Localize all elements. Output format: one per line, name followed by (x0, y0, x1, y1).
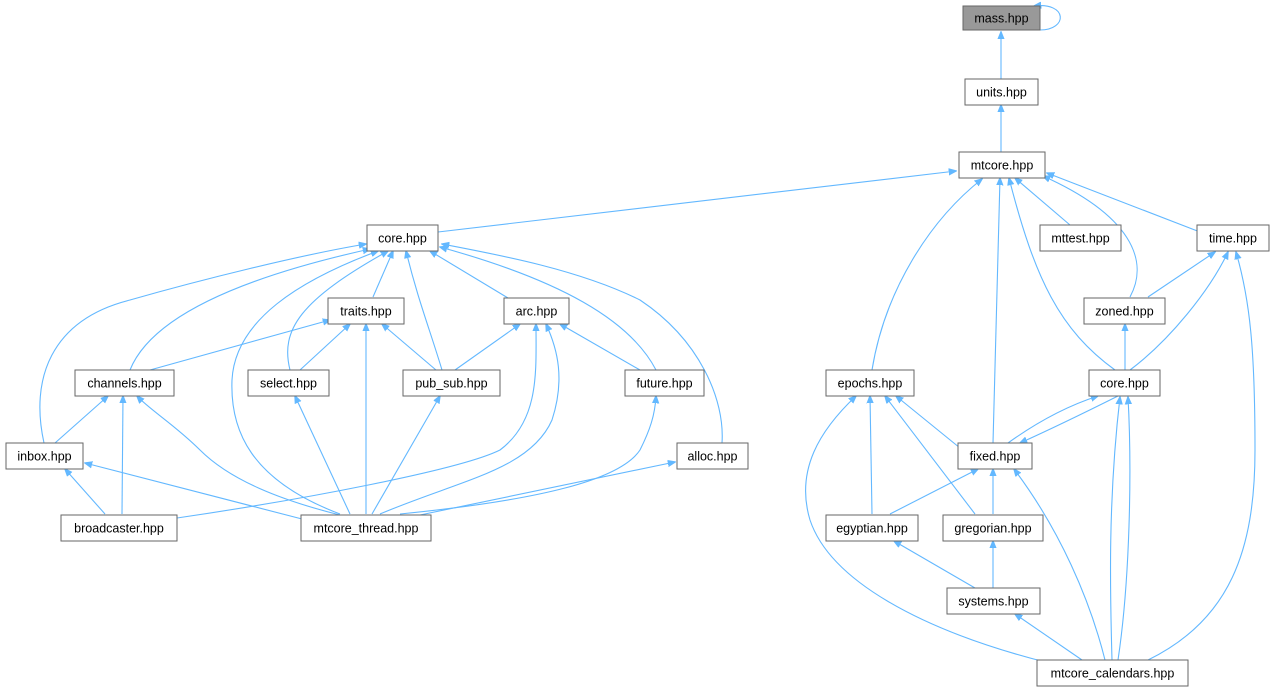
node-alloc[interactable]: alloc.hpp (676, 442, 749, 470)
edge-thread-arc (379, 324, 560, 515)
node-label: zoned.hpp (1095, 305, 1153, 319)
edge-fixed-mtcore (992, 178, 1000, 444)
edge-future-arc (560, 324, 641, 371)
edge-future-coreleft (440, 247, 657, 371)
edge-mass-self (1034, 6, 1061, 31)
edge-arc-coreleft (430, 251, 509, 299)
edge-time-mtcore (1047, 173, 1201, 233)
edge-thread-coreleft (231, 251, 378, 515)
node-label: mtcore_calendars.hpp (1051, 667, 1175, 681)
node-label: channels.hpp (87, 377, 161, 391)
node-select[interactable]: select.hpp (247, 369, 330, 397)
edge-epochs-mtcore (871, 179, 982, 371)
node-units[interactable]: units.hpp (964, 78, 1039, 106)
node-mtcore-calendars[interactable]: mtcore_calendars.hpp (1036, 659, 1189, 687)
node-label: core.hpp (1100, 377, 1149, 391)
edge-coreleft-mtcore (437, 171, 956, 233)
edge-gregorian-epochs (885, 396, 976, 515)
node-mass[interactable]: mass.hpp (962, 5, 1041, 31)
node-label: mttest.hpp (1051, 232, 1109, 246)
node-label: core.hpp (378, 232, 427, 246)
node-label: gregorian.hpp (954, 522, 1031, 536)
node-label: time.hpp (1209, 232, 1257, 246)
edge-coreright-mtcore (1009, 178, 1116, 371)
node-broadcaster[interactable]: broadcaster.hpp (60, 514, 178, 542)
edge-broadcaster-channels (122, 396, 123, 515)
node-channels[interactable]: channels.hpp (74, 369, 175, 397)
node-future[interactable]: future.hpp (624, 369, 705, 397)
edge-zoned-mtcore (1043, 176, 1138, 298)
node-label: alloc.hpp (687, 450, 737, 464)
node-label: epochs.hpp (838, 377, 903, 391)
node-label: arc.hpp (516, 305, 558, 319)
edge-broadcaster-arc (176, 324, 536, 519)
node-mtcore-thread[interactable]: mtcore_thread.hpp (300, 514, 432, 542)
edge-calendars-systems (1015, 614, 1083, 661)
edge-pubsub-traits (382, 324, 437, 371)
node-systems[interactable]: systems.hpp (946, 587, 1041, 615)
node-label: mass.hpp (974, 12, 1028, 26)
edge-fixed-epochs (896, 396, 961, 449)
edge-systems-egyptian (894, 541, 976, 589)
edge-traits-coreleft (372, 251, 393, 298)
edge-pubsub-arc (454, 324, 520, 371)
node-fixed[interactable]: fixed.hpp (957, 442, 1033, 470)
edge-thread-alloc (419, 462, 675, 516)
edge-mttest-mtcore (1015, 178, 1071, 226)
node-label: traits.hpp (340, 305, 391, 319)
edge-calendars-epochs (805, 396, 1046, 663)
node-mttest[interactable]: mttest.hpp (1039, 224, 1122, 252)
edge-coreright-time (1129, 252, 1228, 371)
node-label: inbox.hpp (17, 450, 71, 464)
nodes: mass.hpp units.hpp mtcore.hpp core.hpp m… (5, 5, 1270, 687)
edge-coreright-fixed (1020, 395, 1119, 443)
edge-egyptian-epochs (870, 396, 872, 515)
node-label: units.hpp (976, 86, 1027, 100)
edge-calendars-coreright-b (1117, 397, 1130, 661)
node-label: broadcaster.hpp (74, 522, 164, 536)
node-core-left[interactable]: core.hpp (366, 224, 439, 252)
edge-channels-coreleft (129, 249, 370, 371)
node-time[interactable]: time.hpp (1196, 224, 1270, 252)
node-label: mtcore.hpp (971, 159, 1034, 173)
edge-calendars-coreright-a (1109, 397, 1120, 661)
edge-select-coreleft (287, 251, 388, 371)
edge-alloc-coreleft (442, 244, 723, 444)
node-epochs[interactable]: epochs.hpp (825, 369, 915, 397)
edge-pubsub-coreleft (406, 251, 443, 371)
node-mtcore[interactable]: mtcore.hpp (958, 151, 1046, 179)
node-label: select.hpp (260, 377, 317, 391)
edge-zoned-time (1147, 252, 1215, 298)
edge-thread-select (295, 396, 351, 515)
node-label: pub_sub.hpp (415, 377, 487, 391)
edge-fixed-coreright (1007, 396, 1098, 444)
edge-inbox-channels (54, 396, 108, 444)
edge-thread-pubsub (371, 396, 440, 515)
node-label: fixed.hpp (970, 450, 1021, 464)
edge-calendars-fixed (1014, 469, 1106, 661)
edge-inbox-coreleft (39, 244, 366, 444)
node-gregorian[interactable]: gregorian.hpp (942, 514, 1044, 542)
edge-thread-future (399, 396, 656, 515)
node-arc[interactable]: arc.hpp (503, 297, 570, 325)
node-core-right[interactable]: core.hpp (1088, 369, 1161, 397)
node-traits[interactable]: traits.hpp (327, 297, 405, 325)
edges (39, 6, 1256, 663)
edge-select-traits (299, 324, 350, 371)
node-label: future.hpp (636, 377, 692, 391)
node-inbox[interactable]: inbox.hpp (5, 442, 84, 470)
edge-broadcaster-inbox (65, 469, 106, 515)
edge-egyptian-fixed (889, 469, 978, 515)
node-pub-sub[interactable]: pub_sub.hpp (402, 369, 501, 397)
edge-thread-channels (137, 396, 341, 516)
node-label: systems.hpp (958, 595, 1028, 609)
edge-thread-inbox (85, 463, 303, 520)
node-egyptian[interactable]: egyptian.hpp (825, 514, 919, 542)
edge-calendars-time (1147, 252, 1256, 661)
node-zoned[interactable]: zoned.hpp (1083, 297, 1166, 325)
edge-channels-traits (149, 320, 330, 371)
node-label: egyptian.hpp (836, 522, 908, 536)
node-label: mtcore_thread.hpp (314, 522, 419, 536)
